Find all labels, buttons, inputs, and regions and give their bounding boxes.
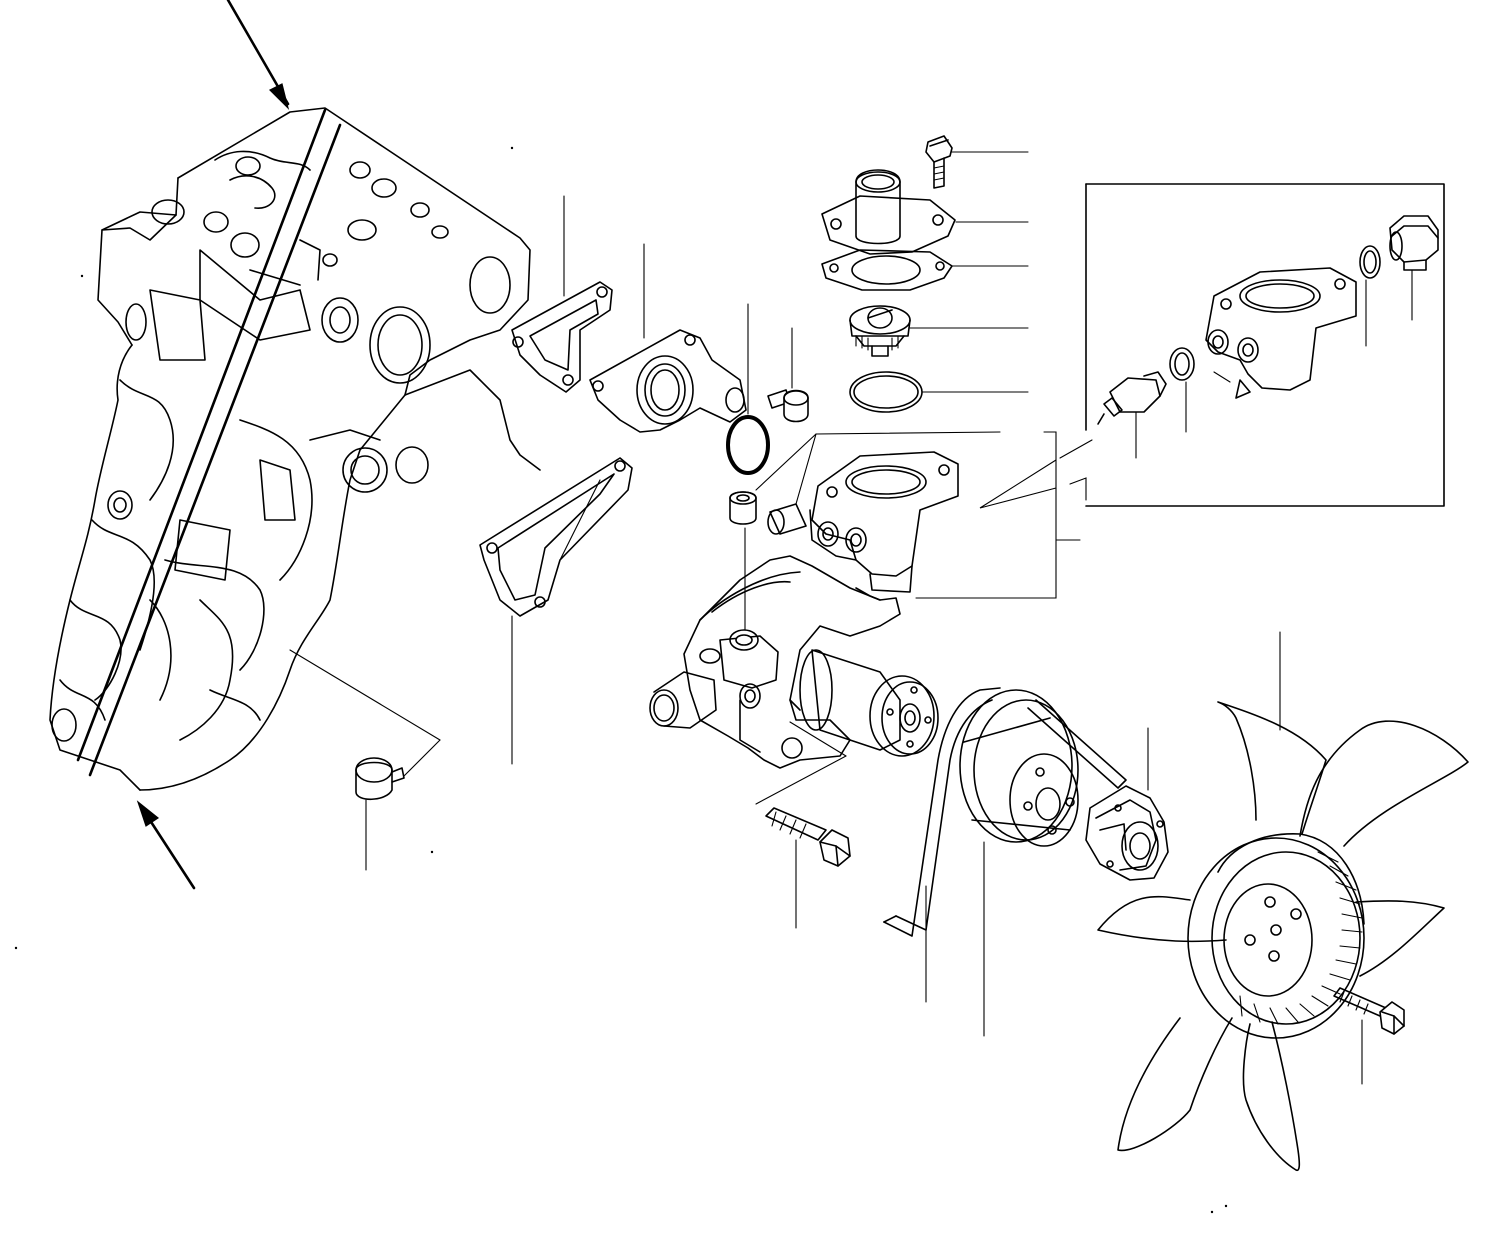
thermostat-housing (809, 451, 959, 593)
pulley (959, 689, 1079, 1037)
reference-arrow-bottom (136, 800, 196, 890)
fan-bolt (1333, 987, 1405, 1085)
reference-arrow-top (226, 0, 290, 110)
drain-plug (289, 649, 441, 871)
water-outlet-elbow (589, 243, 747, 433)
water-pump (649, 555, 939, 805)
bushing (729, 491, 757, 631)
callout-bracket (915, 431, 1093, 599)
detail-inset (1085, 183, 1445, 507)
fan-spacer (1085, 727, 1169, 881)
gasket-outlet (511, 195, 613, 393)
o-ring (726, 303, 770, 475)
hex-bolt-small (767, 327, 809, 423)
thermostat-gasket (821, 249, 1029, 291)
cooling-fan (1097, 631, 1469, 1172)
thermostat (849, 305, 1029, 357)
gasket-pump (479, 457, 633, 765)
thermostat-seal-ring (849, 371, 1029, 413)
thermostat-cover (821, 169, 1029, 255)
thermostat-cover-bolt (925, 135, 1029, 189)
pump-mounting-bolt (765, 807, 851, 929)
engine-block (49, 107, 541, 791)
hose-nipple (767, 433, 817, 535)
